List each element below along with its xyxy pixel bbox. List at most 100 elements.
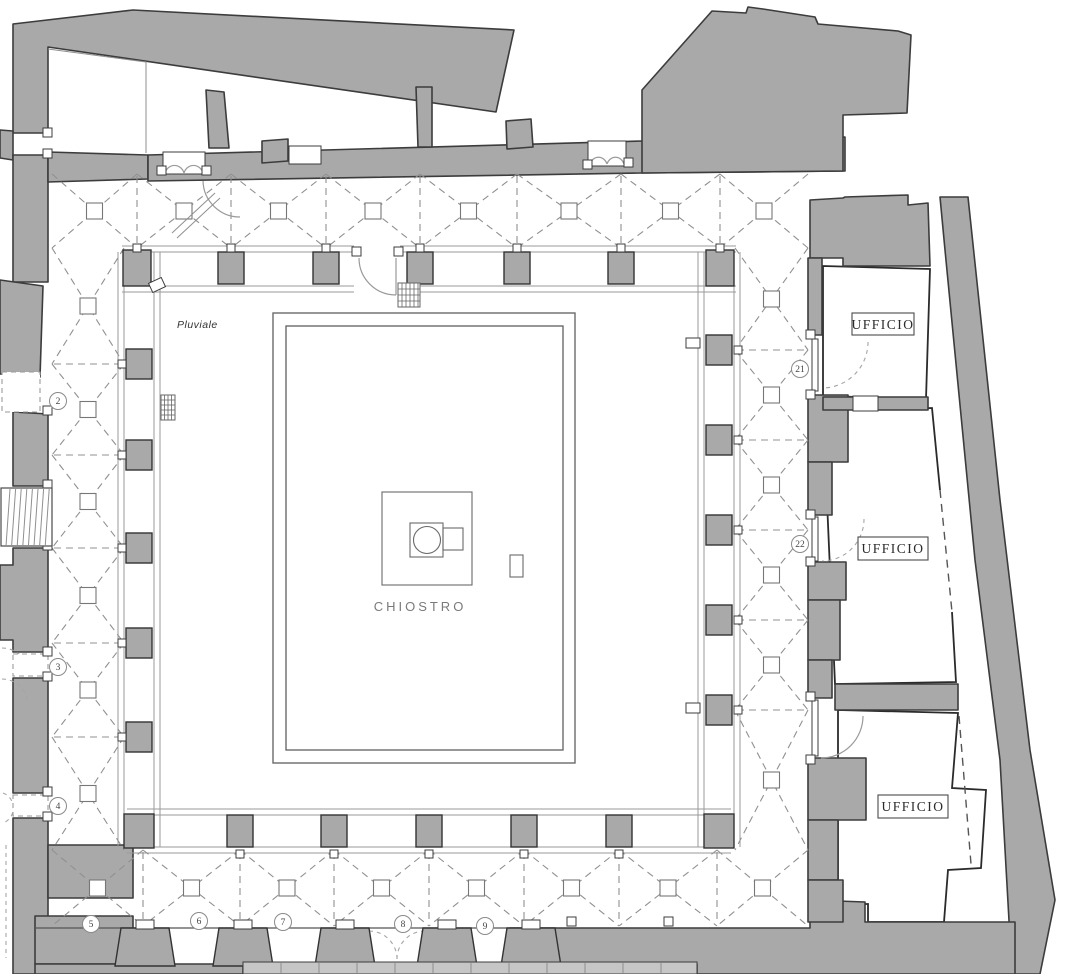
wall-east-4 bbox=[807, 561, 847, 601]
wall-east-7 bbox=[807, 757, 867, 821]
vault-rib bbox=[734, 529, 809, 621]
wall-left-sliver bbox=[0, 129, 14, 161]
door-gap-room1-2 bbox=[852, 395, 879, 412]
drain-grates bbox=[160, 282, 421, 421]
vault-keystone bbox=[79, 784, 97, 803]
door-21-swing bbox=[821, 341, 869, 389]
wall-west-3 bbox=[0, 547, 49, 653]
vault-keystone bbox=[560, 202, 578, 220]
vault-keystone bbox=[85, 202, 104, 220]
wall-northwest-arm bbox=[12, 9, 515, 134]
courtyard-small-block bbox=[509, 554, 524, 578]
vault-rib bbox=[51, 247, 125, 365]
rib-springer bbox=[614, 849, 624, 859]
colonnade-pillar bbox=[217, 251, 245, 285]
buttress-cap bbox=[135, 919, 155, 930]
colonnade-pillar bbox=[705, 514, 733, 546]
colonnade-pillar bbox=[705, 424, 733, 456]
vault-rib bbox=[136, 173, 232, 249]
door-jamb-marker bbox=[42, 811, 53, 822]
marker-circle bbox=[791, 360, 809, 378]
stair-tread bbox=[44, 488, 50, 547]
door-room3-swing bbox=[820, 715, 864, 759]
vault-keystone bbox=[659, 879, 677, 897]
stair-tread bbox=[16, 488, 22, 547]
rib-springer bbox=[321, 243, 331, 253]
marker-circle bbox=[476, 917, 494, 935]
vault-rib bbox=[51, 173, 138, 249]
vault-keystone bbox=[467, 879, 486, 897]
vault-rib bbox=[734, 349, 809, 441]
vault-keystone bbox=[79, 297, 97, 315]
wall-north-block-1 bbox=[261, 138, 289, 164]
marker-label: 9 bbox=[483, 922, 488, 932]
wall-west-4 bbox=[12, 677, 49, 794]
buttress-cap bbox=[335, 919, 355, 930]
rib-springer bbox=[117, 543, 127, 553]
marker-label: 2 bbox=[56, 397, 61, 407]
door-jamb-marker bbox=[805, 329, 816, 340]
vault-rib bbox=[51, 849, 144, 927]
wall-southwest-block bbox=[47, 844, 134, 899]
vault-keystone bbox=[372, 879, 391, 897]
office-1-label: UFFICIO bbox=[851, 317, 914, 332]
rib-springer bbox=[733, 525, 743, 535]
door-jamb-marker bbox=[805, 691, 816, 702]
door-jamb-marker bbox=[351, 246, 362, 257]
marker-label: 4 bbox=[56, 802, 61, 812]
door-jamb-marker bbox=[42, 646, 53, 657]
well-platform bbox=[381, 491, 473, 586]
vault-rib bbox=[51, 849, 144, 927]
wall-buttress bbox=[314, 927, 376, 967]
pluviale-label: Pluviale bbox=[177, 319, 218, 331]
vault-rib bbox=[734, 439, 809, 531]
rib-springer bbox=[733, 435, 743, 445]
stair-tread bbox=[27, 488, 33, 547]
door-22-leaf bbox=[811, 516, 819, 562]
rib-springer bbox=[733, 615, 743, 625]
courtyard-inner-border bbox=[285, 325, 564, 751]
door-22-swing bbox=[821, 518, 865, 562]
vault-rib bbox=[734, 349, 809, 441]
wall-west-2 bbox=[12, 411, 49, 487]
vault-keystone bbox=[182, 879, 201, 897]
well-shaft bbox=[412, 525, 442, 555]
vault-keystone bbox=[755, 202, 773, 220]
vault-keystone bbox=[269, 202, 288, 220]
colonnade-pillar bbox=[415, 814, 443, 848]
office-2-label-box bbox=[857, 536, 929, 561]
colonnade-pillar bbox=[123, 813, 155, 849]
vault-keystone bbox=[762, 656, 781, 674]
marker-circle bbox=[49, 658, 67, 676]
colonnade-pillar bbox=[406, 251, 434, 285]
marker-label: 22 bbox=[795, 540, 805, 550]
vault-keystone bbox=[661, 202, 680, 220]
rib-springer bbox=[132, 243, 142, 253]
colonnade-pillar bbox=[705, 249, 735, 287]
vault-keystone bbox=[79, 492, 97, 511]
vault-keystone bbox=[278, 879, 296, 897]
marker-circle bbox=[190, 912, 208, 930]
door-jamb-marker bbox=[42, 148, 53, 159]
colonnade-pillar bbox=[312, 251, 340, 285]
courtyard-label: CHIOSTRO bbox=[374, 599, 467, 614]
south-buttresses bbox=[114, 919, 562, 967]
door-jamb-marker bbox=[42, 127, 53, 138]
west-dashed-niche bbox=[1, 371, 41, 413]
door-jamb-marker bbox=[393, 246, 404, 257]
marker-label: 21 bbox=[795, 365, 805, 375]
colonnade-pillar bbox=[125, 532, 153, 564]
marker-circle bbox=[274, 913, 292, 931]
vault-keystone bbox=[762, 771, 781, 789]
wall-east-8 bbox=[807, 819, 839, 881]
vault-keystone bbox=[364, 202, 382, 220]
nw-room-outline bbox=[47, 48, 147, 153]
colonnade-pillar bbox=[125, 439, 153, 471]
vault-rib bbox=[325, 173, 421, 249]
vault-rib bbox=[734, 619, 809, 711]
colonnade-pillar bbox=[607, 251, 635, 285]
spout-east-2 bbox=[685, 702, 701, 714]
west-dashed-arc-3 bbox=[2, 792, 14, 824]
